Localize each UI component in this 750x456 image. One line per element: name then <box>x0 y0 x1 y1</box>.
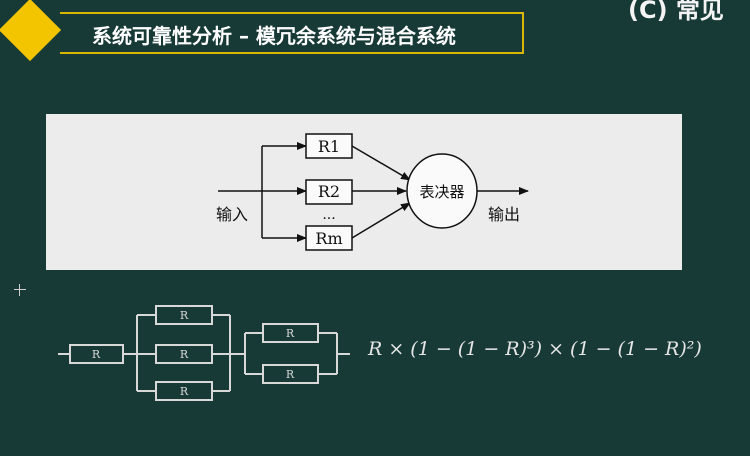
input-label: 输入 <box>216 205 248 224</box>
block-label: R <box>180 348 189 361</box>
module-box-r1 <box>305 133 353 159</box>
voter-label: 表决器 <box>419 183 464 201</box>
module-box-rm <box>305 225 353 251</box>
block-label: R <box>92 348 101 361</box>
slide-title: 系统可靠性分析 – 模冗余系统与混合系统 <box>92 24 456 48</box>
module-label-rm: Rm <box>315 229 342 248</box>
module-box-r2 <box>305 179 353 205</box>
redundancy-diagram-panel <box>46 114 682 270</box>
corner-title-fragment: (C) 常见 <box>628 0 724 24</box>
block-label: R <box>180 385 189 398</box>
block-par3-3 <box>155 381 213 401</box>
block-label: R <box>286 368 295 381</box>
block-par2-1 <box>262 323 319 343</box>
module-label-r2: R2 <box>318 182 340 201</box>
output-label: 输出 <box>488 205 520 224</box>
block-label: R <box>286 327 295 340</box>
block-par3-1 <box>155 305 213 325</box>
title-bar-frame <box>60 12 524 54</box>
nmr-diagram <box>218 133 529 251</box>
hybrid-labels: R R R R R R <box>92 309 295 398</box>
block-par2-2 <box>262 364 319 384</box>
cursor-crosshair-icon <box>14 284 26 296</box>
module-ellipsis: ... <box>322 207 335 223</box>
block-par3-2 <box>155 344 213 364</box>
block-label: R <box>180 309 189 322</box>
r1-to-voter <box>351 145 411 181</box>
nmr-labels: R1 R2 Rm ... 表决器 输入 输出 <box>216 137 520 248</box>
hybrid-diagram <box>58 305 350 401</box>
reliability-formula: R × (1 − (1 − R)³) × (1 − (1 − R)²) <box>368 338 702 360</box>
module-label-r1: R1 <box>318 137 340 156</box>
rm-to-voter <box>351 202 411 239</box>
